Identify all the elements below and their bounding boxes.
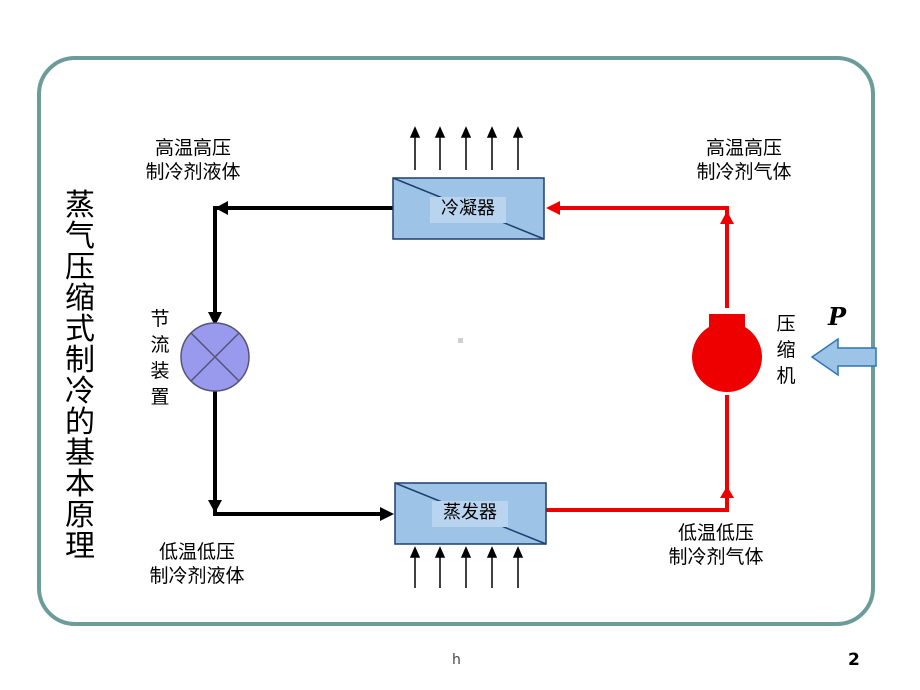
vertical-title-char: 气 — [65, 219, 95, 254]
power-label: P — [828, 302, 847, 331]
vapor-arrowhead-up-top — [720, 211, 734, 224]
throttle-valve — [180, 322, 250, 392]
slide-frame — [37, 56, 875, 626]
state-bottom-right-line1: 低温低压 — [677, 522, 754, 544]
liquid-arrowhead-down-top — [208, 312, 222, 326]
compressor-label-char: 机 — [776, 365, 796, 387]
condenser-label: 冷凝器 — [441, 198, 495, 219]
state-bottom-left: 低温低压 制冷剂液体 — [130, 540, 264, 588]
state-bottom-left-line1: 低温低压 — [158, 541, 235, 563]
throttle-label-char: 节 — [150, 308, 170, 330]
throttle-label-char: 装 — [150, 360, 170, 382]
state-top-left-line2: 制冷剂液体 — [145, 161, 241, 183]
liquid-arrowhead-right — [380, 507, 394, 521]
compressor — [692, 314, 762, 392]
vertical-title-char: 理 — [65, 529, 95, 564]
throttle-label-char: 流 — [150, 334, 170, 356]
compressor-label-char: 压 — [776, 313, 796, 335]
vertical-title-char: 式 — [65, 312, 95, 347]
vertical-title-char: 冷 — [65, 374, 95, 409]
state-top-right-line2: 制冷剂气体 — [696, 161, 792, 183]
state-bottom-left-line2: 制冷剂液体 — [149, 565, 245, 587]
center-marker — [458, 338, 463, 343]
vertical-title-char: 压 — [65, 250, 95, 285]
vapor-arrowhead-up-bottom — [720, 486, 734, 498]
state-top-left-line1: 高温高压 — [154, 137, 231, 159]
liquid-arrowhead-left — [215, 201, 228, 215]
page-number: 2 — [848, 650, 860, 670]
throttle-label: 节流装置 — [148, 306, 172, 410]
heat-in-arrows — [409, 546, 524, 588]
evaporator-label: 蒸发器 — [443, 502, 497, 523]
evaporator-box — [394, 482, 547, 545]
state-bottom-right-line2: 制冷剂气体 — [668, 546, 764, 568]
heat-out-arrows — [409, 126, 524, 170]
vertical-title-char: 原 — [65, 498, 95, 533]
liquid-arrowhead-down-bottom — [208, 500, 222, 513]
vertical-title-char: 蒸 — [65, 188, 95, 223]
compressor-label-char: 缩 — [776, 339, 796, 361]
vertical-title: 蒸气压缩式制冷的基本原理 — [60, 190, 100, 562]
throttle-label-char: 置 — [150, 386, 170, 408]
power-input-arrow — [810, 337, 877, 377]
state-top-right: 高温高压 制冷剂气体 — [676, 136, 812, 184]
vertical-title-char: 的 — [65, 405, 95, 440]
page-marker: h — [452, 652, 461, 668]
vertical-title-char: 制 — [65, 343, 95, 378]
vapor-line — [546, 206, 729, 512]
compressor-label: 压缩机 — [774, 311, 798, 389]
state-top-right-line1: 高温高压 — [705, 137, 782, 159]
vapor-arrowhead-left — [546, 201, 560, 215]
state-bottom-right: 低温低压 制冷剂气体 — [646, 521, 786, 569]
condenser-box — [392, 177, 545, 240]
vertical-title-char: 本 — [65, 467, 95, 502]
vertical-title-char: 缩 — [65, 281, 95, 316]
vertical-title-char: 基 — [65, 436, 95, 471]
state-top-left: 高温高压 制冷剂液体 — [128, 136, 258, 184]
